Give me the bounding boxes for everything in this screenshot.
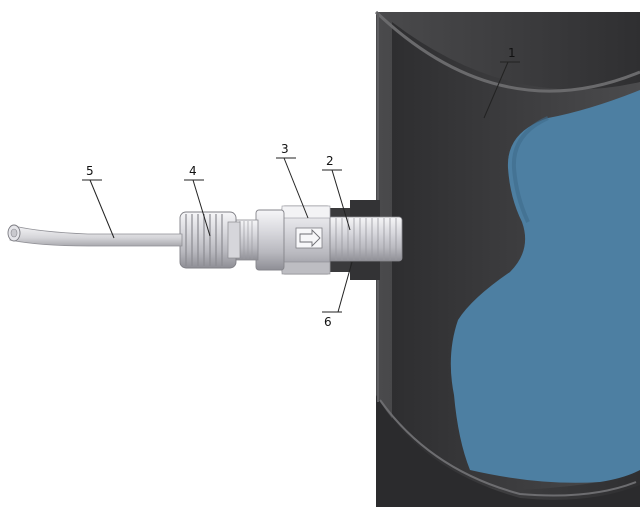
tank-bottom-rim: [376, 395, 640, 507]
gland-body: [179, 211, 237, 269]
callout-1: 1: [508, 46, 516, 60]
leader-5: [89, 179, 115, 239]
gland-neck: [227, 221, 241, 259]
thread-shaft: [327, 216, 403, 262]
leader-2: [331, 169, 351, 231]
callout-6: 6: [324, 315, 332, 329]
leader-lines: [82, 61, 520, 313]
cable: [7, 224, 183, 247]
cable-gland-nut: [179, 211, 241, 269]
callout-4: 4: [189, 164, 197, 178]
housing-collar: [255, 209, 285, 271]
leader-1: [483, 61, 509, 119]
arrow-icon: [299, 228, 321, 248]
tank-top-rim: [374, 10, 640, 93]
mid-housing: [235, 209, 285, 271]
tank: [374, 10, 640, 507]
callout-3: 3: [281, 142, 289, 156]
cable-body: [9, 225, 183, 247]
threaded-body: [327, 216, 403, 262]
leader-3: [283, 157, 309, 219]
thread-lines: [335, 218, 397, 260]
tank-liquid-shade: [511, 116, 549, 223]
leader-4: [192, 179, 211, 237]
tank-bottom-edge: [379, 399, 637, 497]
tank-liquid: [450, 90, 640, 483]
callout-5: 5: [86, 164, 94, 178]
callout-2: 2: [326, 154, 334, 168]
hex-coupling: [281, 205, 331, 275]
gland-knurl: [185, 214, 223, 266]
coupling-band-bottom: [281, 261, 331, 275]
callout-labels: 1 2 3 4 5 6: [86, 46, 516, 329]
leader-6: [337, 261, 353, 313]
cable-core: [10, 228, 18, 238]
